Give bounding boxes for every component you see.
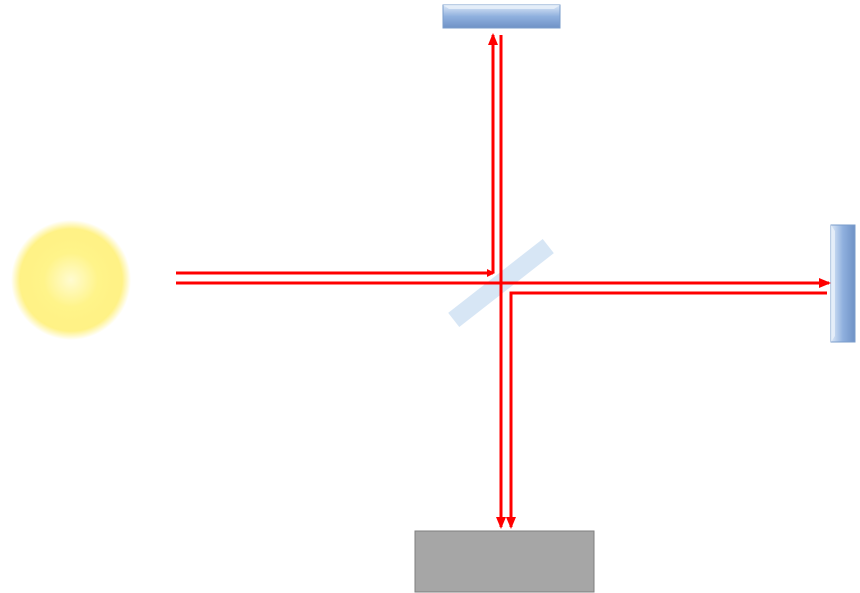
laser-beams [176,33,831,529]
detector [414,530,595,593]
right-mirror [830,224,856,343]
top-mirror [442,4,561,29]
beam-right-return [506,291,827,529]
light-source [11,220,131,340]
